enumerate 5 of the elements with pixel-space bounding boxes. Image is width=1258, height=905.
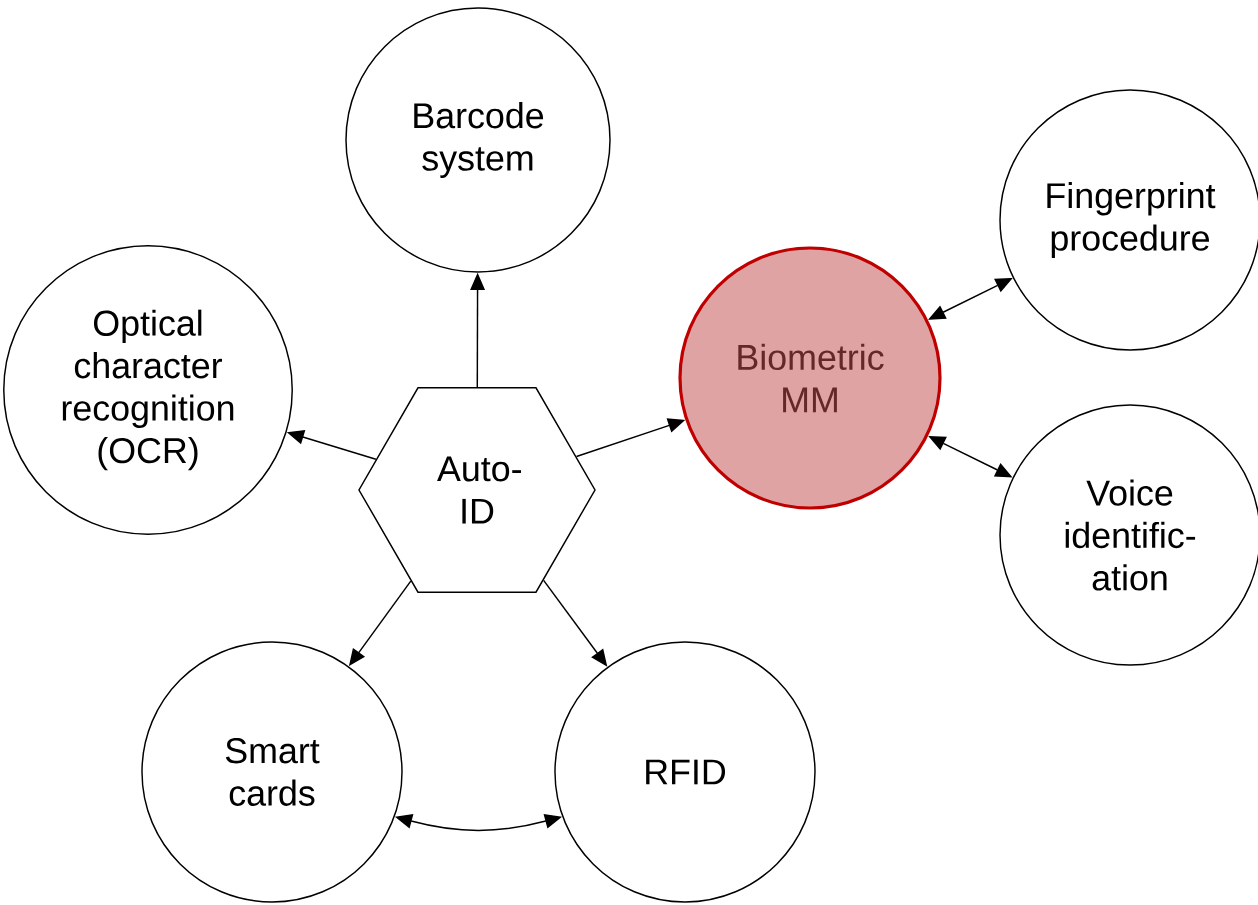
circle-node: RFID: [554, 641, 816, 903]
circle-node: Optical character recognition (OCR): [3, 245, 293, 535]
circle-node: Barcode system: [345, 7, 611, 273]
circle-node: Smart cards: [141, 641, 403, 903]
hexagon: Auto-ID: [358, 387, 596, 593]
